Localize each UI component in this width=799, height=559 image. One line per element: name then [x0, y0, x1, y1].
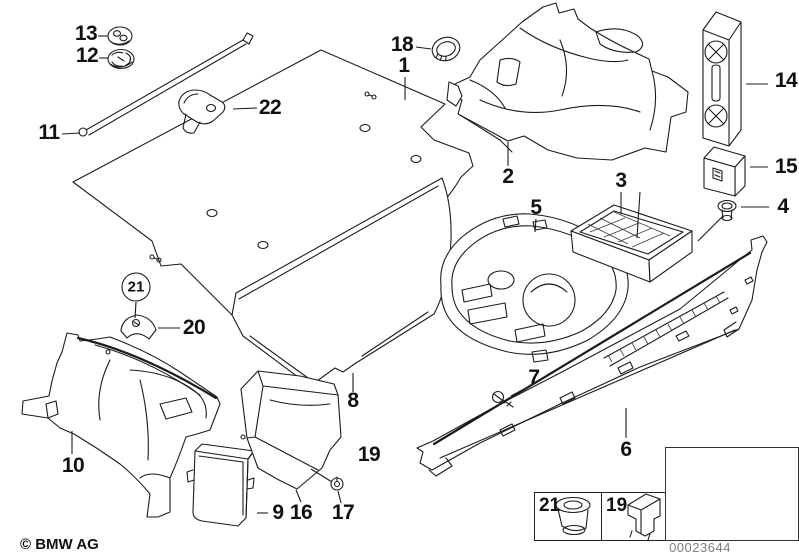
small-box-art: [703, 146, 746, 197]
storage-bin-art: [186, 443, 255, 527]
copyright-text: © BMW AG: [20, 536, 99, 553]
screw-icon: [491, 390, 514, 408]
leader-lines: [61, 35, 769, 514]
tall-holder-art: [702, 11, 742, 147]
legend-divider: [601, 493, 602, 540]
plastic-nut-icon: [555, 496, 591, 536]
torsion-rod-art: [78, 32, 254, 137]
floor-trim-panel-art: [72, 49, 474, 387]
rod-clip-art: [178, 89, 226, 134]
legend-box: 21 19: [534, 492, 666, 541]
cover-art: [240, 370, 342, 490]
legend-label-19: 19: [606, 495, 628, 516]
panel-clip-20-art: [120, 314, 157, 340]
reference-box: [665, 447, 799, 541]
right-trim-panel-art: [446, 2, 689, 161]
sealing-ring-icon: [431, 36, 461, 62]
clip-17-icon: [330, 476, 344, 491]
legend-label-21: 21: [539, 495, 561, 516]
grommet-12-icon: [107, 48, 135, 70]
rear-sill-trim-art: [416, 235, 768, 477]
plug-icon: [717, 199, 737, 222]
panel-fastener-glyph: [149, 91, 377, 263]
left-trim-panel-art: [21, 332, 221, 518]
fastener-13-icon: [107, 26, 133, 46]
storage-tray-art: [570, 204, 693, 283]
diagram-number: 00023644: [669, 540, 731, 555]
retaining-clip-icon: [627, 493, 661, 541]
